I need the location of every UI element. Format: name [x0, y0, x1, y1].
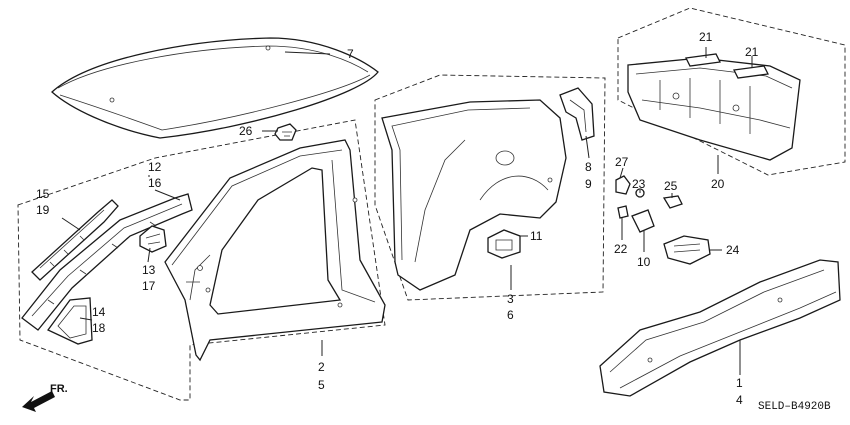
callout-14: 14: [92, 305, 106, 319]
clip-22: [617, 205, 629, 219]
pillar-gusset-14-18: [47, 297, 93, 345]
callout-10: 10: [637, 255, 651, 269]
roof-panel: [51, 37, 379, 139]
bolt-26: [274, 123, 297, 141]
callout-13: 13: [142, 263, 156, 277]
back-panel-group-frame: [617, 7, 846, 176]
callout-27: 27: [615, 155, 629, 169]
pillar-bracket-13-17: [139, 225, 167, 253]
callout-2: 2: [318, 360, 325, 374]
rear-panel-group-frame: [374, 74, 606, 301]
callout-9: 9: [585, 177, 592, 191]
rear-bracket-8-9: [559, 87, 595, 141]
callout-24: 24: [726, 243, 740, 257]
callout-23: 23: [632, 177, 646, 191]
callout-21-right: 21: [745, 45, 759, 59]
callout-12: 12: [148, 160, 162, 174]
callout-3: 3: [507, 292, 514, 306]
clip-27: [615, 175, 631, 195]
callout-7: 7: [347, 47, 354, 61]
side-sill-panel: [599, 259, 841, 397]
leader-lines: [61, 47, 753, 375]
callout-21-left: 21: [699, 30, 713, 44]
diagram-code: SELD–B4920B: [758, 401, 831, 413]
rear-back-panel: [627, 57, 801, 161]
grommet-25: [662, 195, 683, 209]
callout-6: 6: [507, 308, 514, 322]
cap-10: [631, 209, 655, 233]
rear-quarter-panel: [381, 99, 567, 291]
callout-labels: 7 26 12 16 15 19 13 17 14 18 2 5 3 6 11 …: [36, 30, 759, 407]
callout-22: 22: [614, 242, 628, 256]
jack-bracket-11: [487, 229, 521, 259]
bracket-21-right: [733, 65, 769, 79]
callout-17: 17: [142, 279, 156, 293]
callout-1: 1: [736, 376, 743, 390]
callout-4: 4: [736, 393, 743, 407]
callout-15: 15: [36, 187, 50, 201]
a-pillar-inner-15-19: [31, 199, 119, 281]
callout-26: 26: [239, 124, 253, 138]
front-direction-label: FR.: [50, 383, 68, 395]
callout-25: 25: [664, 179, 678, 193]
callout-16: 16: [148, 176, 162, 190]
callout-18: 18: [92, 321, 106, 335]
roof-side-rail-12-16: [21, 193, 193, 331]
front-direction-arrow: [22, 391, 55, 412]
callout-11: 11: [530, 229, 543, 243]
callout-5: 5: [318, 378, 325, 392]
stopper-24: [663, 235, 711, 265]
callout-20: 20: [711, 177, 725, 191]
outer-side-panel: [164, 139, 386, 362]
side-panel-group-frame: [17, 119, 386, 401]
callout-8: 8: [585, 160, 592, 174]
callout-19: 19: [36, 203, 50, 217]
